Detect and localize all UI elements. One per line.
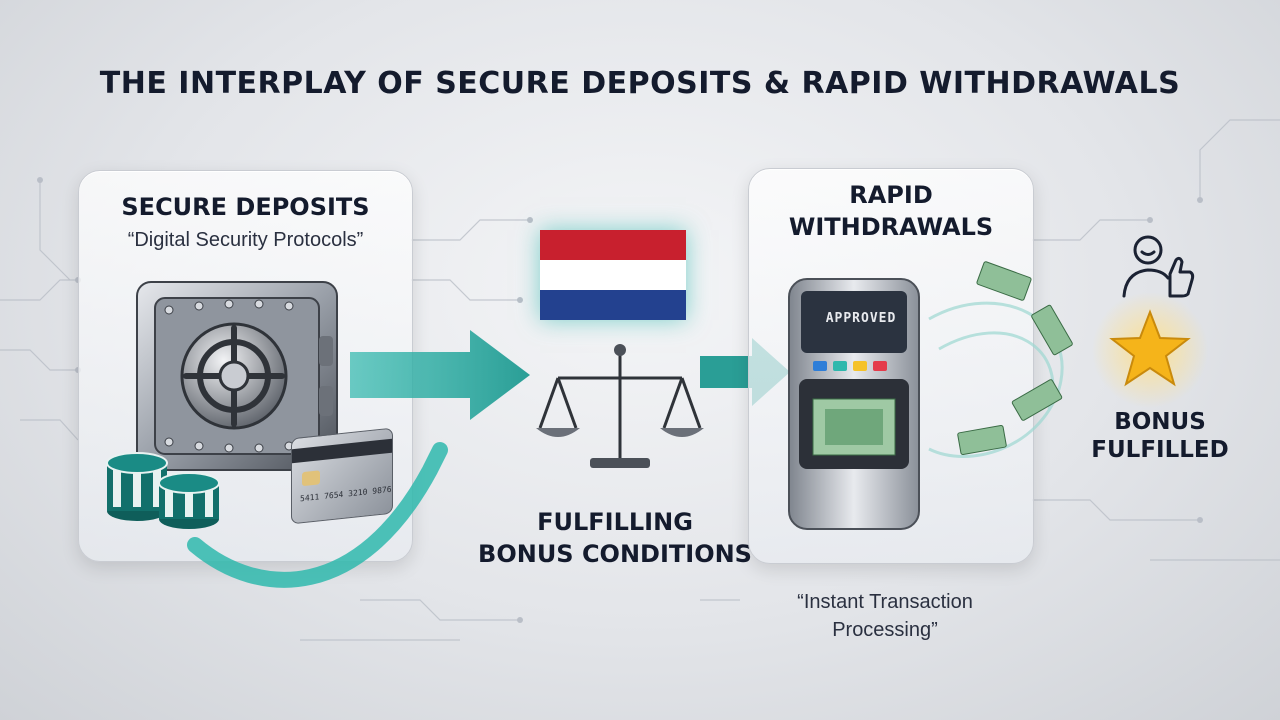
instant-caption-line2: Processing” [832, 619, 938, 641]
fulfilling-line2: BONUS CONDITIONS [478, 540, 752, 568]
star-icon [1092, 292, 1208, 408]
bonus-fulfilled-label: BONUS FULFILLED [1080, 408, 1240, 464]
fulfilling-bonus-label: FULFILLING BONUS CONDITIONS [455, 506, 775, 570]
banknotes-swirl-icon [928, 261, 1073, 458]
rapid-withdrawals-panel: RAPID WITHDRAWALS APPROVED [748, 168, 1073, 564]
bonus-line1: BONUS [1114, 409, 1206, 435]
instant-transaction-caption: “Instant Transaction Processing” [730, 588, 1040, 644]
casino-chips-icon [106, 452, 220, 529]
flag-stripe-blue [540, 290, 686, 320]
netherlands-flag [540, 230, 686, 320]
instant-caption-line1: “Instant Transaction [797, 591, 973, 613]
user-thumbs-up-icon [1122, 235, 1195, 298]
fulfilling-line1: FULFILLING [537, 508, 693, 536]
curve-arrow [187, 442, 448, 588]
terminal-screen-text: APPROVED [825, 311, 897, 326]
secure-deposits-subtitle: “Digital Security Protocols” [127, 229, 364, 251]
flag-stripe-white [540, 260, 686, 290]
page-title: THE INTERPLAY OF SECURE DEPOSITS & RAPID… [99, 66, 1181, 101]
deposit-arrow [350, 330, 530, 420]
secure-deposits-heading: SECURE DEPOSITS [121, 193, 370, 221]
flag-stripe-red [540, 230, 686, 260]
balance-scale-icon [536, 344, 704, 468]
rapid-withdrawals-heading: RAPID WITHDRAWALS [749, 179, 1033, 243]
rapid-heading-line1: RAPID [849, 181, 933, 209]
bonus-line2: FULFILLED [1091, 437, 1229, 463]
payment-terminal-icon [788, 278, 920, 530]
vault-safe-icon [136, 281, 338, 471]
rapid-heading-line2: WITHDRAWALS [788, 213, 994, 241]
